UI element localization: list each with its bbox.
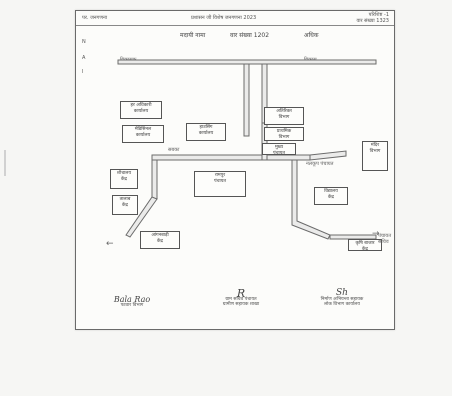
header-title: प्रशासन जी विशेष जनगणना 2023	[191, 15, 257, 21]
signature-2: R	[236, 287, 246, 300]
subheader-village: मदायी नामा	[180, 32, 206, 39]
signature-3: Sh	[336, 288, 348, 298]
map-building-4: अतिरिक्त विभाग	[264, 107, 304, 125]
header-right-top: परिशिष्ट -1	[368, 12, 389, 18]
header-right-block: परिशिष्ट -1 वार संख्या 1323	[356, 12, 389, 24]
map-building-6: मुख्य पंचायत	[262, 143, 296, 156]
map-building-9: तालाब केंद्र	[112, 195, 138, 215]
map-building-11: विद्यालय केंद्र	[314, 187, 348, 205]
arrow-right-icon: →	[372, 229, 380, 239]
signature-1: Bala Rao	[113, 295, 151, 304]
side-mark-n: N	[82, 39, 86, 45]
main-cross-road	[151, 154, 311, 161]
map-building-2: मेडिसिनल कार्यालय	[122, 125, 164, 143]
map-building-7: मंदिर विभाग	[362, 141, 388, 171]
scan-margin-mark	[4, 150, 6, 176]
subheader-ward: वार संख्या 1202	[230, 32, 270, 39]
map-building-1: हर अधिकारी कार्यालय	[120, 101, 162, 119]
side-mark-i: I	[82, 69, 84, 75]
map-building-10: रामपुर पंचायत	[194, 171, 246, 197]
signature-block-2: R ग्राम सचिव पंचायत ग्रामीण सहायक शाखा	[202, 287, 280, 308]
signature-block-3: Sh निर्माण अभियन्ता सहायक लोक विभाग कार्…	[300, 288, 384, 308]
document-header: पर. जनगणना प्रशासन जी विशेष जनगणना 2023 …	[76, 11, 394, 26]
road-label-far-east: पंचायत सचिव	[378, 233, 392, 245]
map-building-3: हाउसिंग कार्यालय	[186, 123, 226, 141]
signature-1-title: पटवार विभाग	[120, 302, 144, 308]
signature-block-1: Bala Rao पटवार विभाग	[102, 295, 162, 308]
map-building-8: शौचालय केंद्र	[110, 169, 138, 189]
header-right-bottom: वार संख्या 1323	[356, 18, 389, 24]
signature-2-title: ग्राम सचिव पंचायत ग्रामीण सहायक शाखा	[222, 296, 260, 308]
road-label-west: सबका	[168, 147, 180, 153]
east-road	[309, 150, 347, 161]
west-road	[151, 159, 158, 200]
signature-3-title: निर्माण अभियन्ता सहायक लोक विभाग कार्याल…	[320, 296, 364, 308]
south-west-road	[125, 196, 158, 238]
central-road-vertical	[243, 63, 250, 137]
header-left-text: पर. जनगणना	[82, 15, 108, 21]
map-building-5: प्राथमिक विभाग	[264, 127, 304, 141]
map-document: पर. जनगणना प्रशासन जी विशेष जनगणना 2023 …	[75, 10, 395, 330]
subheader-sign: अधिक	[304, 32, 319, 39]
side-mark-a: A	[82, 55, 86, 61]
map-building-12: आंगनबाड़ी केंद्र	[140, 231, 180, 249]
map-building-13: कृषि बाजार केंद्र	[348, 239, 382, 252]
arrow-left-icon: ←	[106, 239, 114, 249]
road-label-east: नलकूप पंचायत	[306, 161, 334, 167]
top-road	[117, 59, 377, 65]
